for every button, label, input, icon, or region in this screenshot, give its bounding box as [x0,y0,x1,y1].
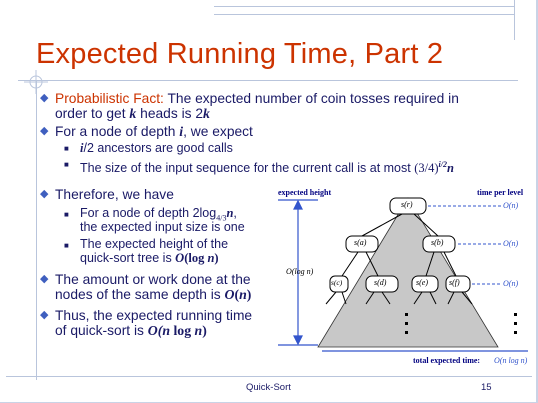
math-big-o-n: O(n [147,323,171,338]
math-close-paren: ) [214,251,219,265]
footer-title: Quick-Sort [246,382,291,393]
probabilistic-fact-label: Probabilistic Fact: [55,91,164,106]
bullet-5-line-1: Thus, the expected running time [55,308,253,323]
math-n: n [446,161,454,176]
math-open-paren: ( [234,287,240,302]
level-dashed-lines [428,205,502,285]
sub-bullet-3-line-1: For a node of depth 2log4/3n, [80,206,237,226]
level-time-1: O(n) [503,201,519,210]
tree-node-d [365,275,399,293]
bullet-4-line-2: nodes of the same depth is O(n) [55,287,251,302]
sub-bullet-4-text: quick-sort tree is [80,251,176,265]
sub-bullet-icon: ■ [64,210,69,219]
node-label-a: s(a) [354,238,367,247]
math-log-2: log [170,323,195,338]
bullet-5-text: of quick-sort is [55,323,148,338]
node-label-f: s(f) [449,278,460,287]
sub-bullet-4-line-1: The expected height of the [80,237,229,251]
bullet-icon: ◆ [40,309,49,321]
bullet-1-text: The expected number of coin tosses requi… [163,91,459,106]
math-big-o: O [175,251,185,265]
tree-node-root [389,197,427,215]
bullet-2-text: For a node of depth [55,124,180,139]
frame-bottom-line [6,376,532,377]
bullet-2: For a node of depth i, we expect [55,124,253,139]
math-n-5: n [194,323,203,338]
math-i: i [179,124,184,139]
bullet-1-line-2: order to get k heads is 2k [55,106,210,121]
sub-bullet-2-text: The size of the input sequence for the c… [80,161,415,176]
math-big-o-2: O [224,287,235,302]
level-time-2: O(n) [503,239,519,248]
math-n-2: n [226,206,234,220]
math-n-4: n [239,287,247,302]
tree-node-a [345,235,379,253]
math-close-paren-3: ) [202,323,207,338]
sub-bullet-2: The size of the input sequence for the c… [80,157,454,176]
sub-bullet-icon: ■ [64,160,69,169]
tree-node-e [411,275,439,293]
node-label-d: s(d) [374,278,387,287]
frame-left-line [36,80,37,380]
bullet-1-text-2: order to get [55,106,130,121]
node-label-e: s(e) [416,278,428,287]
math-n-3: n [207,251,215,265]
node-label-b: s(b) [431,238,444,247]
sub-bullet-1: i/2 ancestors are good calls [80,141,233,156]
bullet-5-line-2: of quick-sort is O(n log n) [55,323,207,338]
total-expected-time-label: total expected time: [413,356,481,365]
ellipsis-dots [405,313,517,334]
tree-nodes [329,197,471,293]
math-log-base: 4/3 [216,213,227,223]
level-time-3: O(n) [503,279,519,288]
sub-bullet-1-text: /2 ancestors are good calls [83,141,233,155]
tree-node-c [329,275,349,293]
math-three-quarters: (3/4) [414,161,439,176]
height-value-label: O(log n) [286,267,314,276]
tree-node-f [445,275,471,293]
expected-height-label: expected height [278,188,332,197]
math-exponent: i/2 [438,160,447,169]
frame-crosshair-icon [24,70,48,94]
sub-bullet-3-text: For a node of depth 2log [80,206,217,220]
math-k: k [129,106,137,121]
bullet-4-text: nodes of the same depth is [55,287,225,302]
sub-bullet-icon: ■ [64,144,69,153]
sub-bullet-icon: ■ [64,241,69,250]
math-i-2: i [80,141,84,155]
bullet-1-line-1: Probabilistic Fact: The expected number … [55,91,459,106]
tree-edges [325,213,473,305]
bullet-icon: ◆ [40,273,49,285]
node-label-root: s(r) [401,200,413,209]
bullet-2-text-2: , we expect [183,124,253,139]
frame-title-underline [18,80,518,81]
tree-node-b [422,235,456,253]
bullet-icon: ◆ [40,188,49,200]
node-label-c: s(c) [331,278,343,287]
frame-top-line-2 [214,14,514,15]
total-expected-time-value: O(n log n) [494,356,528,365]
bullet-icon: ◆ [40,125,49,137]
bullet-icon: ◆ [40,92,49,104]
page-number: 15 [481,382,492,393]
frame-right-line [514,0,515,40]
recursion-tree-triangle [317,197,499,348]
frame-top-line [214,6,514,7]
bullet-4-line-1: The amount or work done at the [55,272,251,287]
math-log: (log [184,251,208,265]
sub-bullet-4-line-2: quick-sort tree is O(log n) [80,251,219,266]
slide-title: Expected Running Time, Part 2 [36,38,444,70]
sub-bullet-3-comma: , [233,206,237,220]
math-k-2: k [203,106,210,121]
time-per-level-label: time per level [477,188,524,197]
bullet-3: Therefore, we have [55,187,174,202]
height-arrow [278,199,318,346]
sub-bullet-3-line-2: the expected input size is one [80,220,245,234]
bullet-1-text-3: heads is 2 [136,106,204,121]
math-close-paren-2: ) [246,287,252,302]
